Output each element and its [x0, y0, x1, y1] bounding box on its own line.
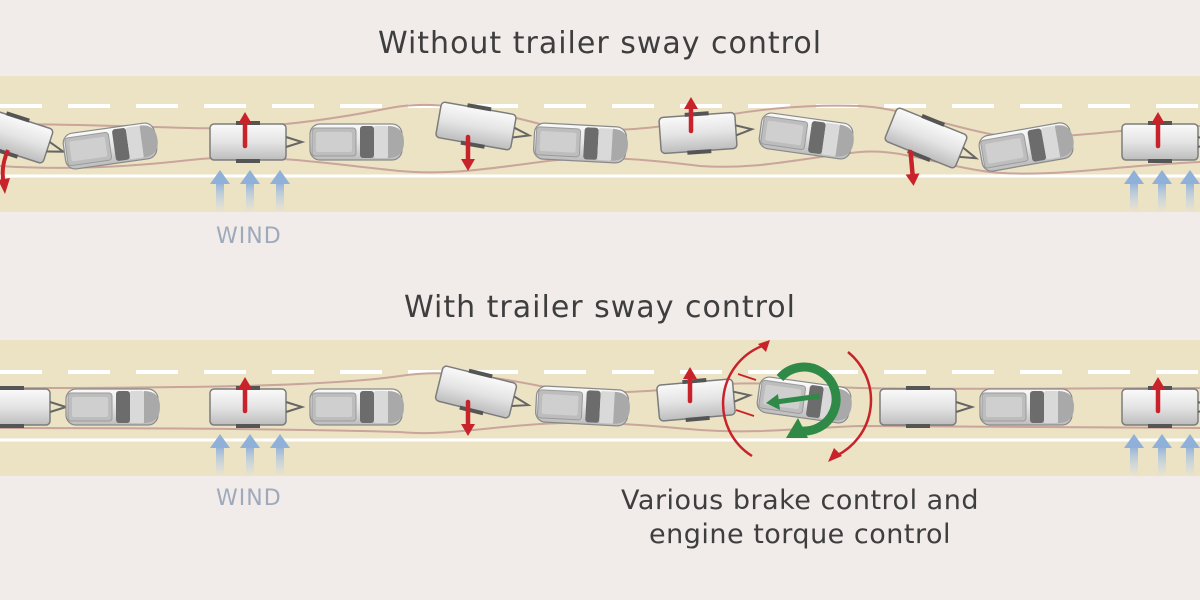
pickup-truck-2-without [309, 123, 405, 161]
trajectory-lines-without [0, 103, 1200, 175]
trailer-4-without [657, 107, 755, 158]
sway-arrow-icon [238, 112, 252, 146]
pickup-truck-2-with [309, 388, 405, 426]
control-caption-line-2: engine torque control [649, 519, 951, 550]
trailer-5-without [881, 103, 985, 179]
sway-arrow-icon [684, 97, 698, 131]
trailer-4-with [655, 373, 753, 426]
panel-title-without: Without trailer sway control [377, 26, 823, 61]
trailer-1-without [0, 102, 71, 173]
pickup-truck-1-without [61, 120, 161, 171]
wind-arrows-right-with [1124, 434, 1200, 474]
trajectory-lines-with [0, 372, 1200, 435]
yaw-control-arrow-icon [766, 362, 841, 438]
lane-markings-without [0, 104, 1200, 178]
panel-title-with: With trailer sway control [404, 290, 796, 325]
sway-arrow-icon [461, 137, 475, 171]
sway-arrow-icon [238, 377, 252, 411]
pickup-truck-5-without [976, 120, 1077, 174]
brake-arc-icon [721, 340, 873, 462]
wind-arrows-right-without [1124, 170, 1200, 210]
trailer-2-with [209, 385, 303, 429]
wind-arrows-left-with [210, 434, 290, 474]
trailer-5-with [879, 385, 973, 429]
brake-force-arrows [735, 373, 757, 417]
trailer-1-with [0, 385, 67, 429]
sway-arrow-icon [0, 149, 10, 194]
control-caption-line-1: Various brake control and [621, 485, 979, 516]
pickup-truck-1-with [65, 388, 161, 426]
lane-markings-with [0, 370, 1200, 442]
wind-label-with: WIND [216, 486, 282, 511]
sway-arrow-icon [1151, 377, 1165, 411]
trailer-6-with [1121, 385, 1200, 429]
wind-label-without: WIND [216, 224, 282, 249]
pickup-truck-5-with [979, 388, 1075, 426]
control-caption: Various brake control and engine torque … [580, 484, 1020, 552]
wind-arrows-left-without [210, 170, 290, 210]
